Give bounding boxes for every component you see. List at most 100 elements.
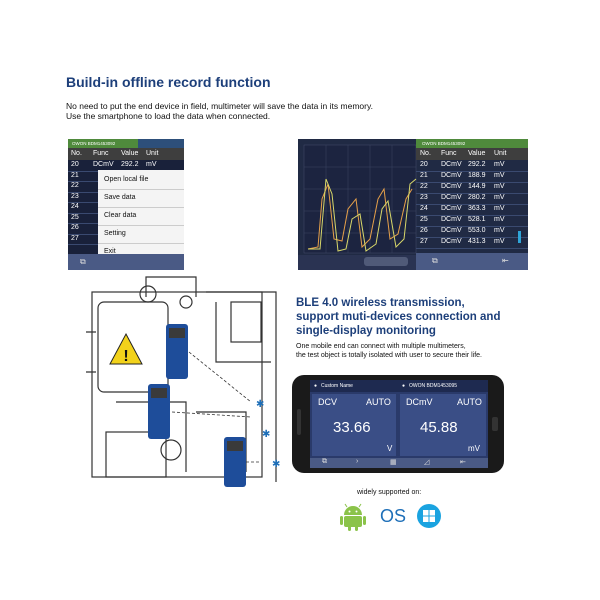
right-unit: mV <box>468 444 480 453</box>
menu-item-setting[interactable]: Setting <box>104 230 126 237</box>
cell-no: 27 <box>420 238 428 245</box>
export-icon[interactable]: ⧉ <box>80 257 86 266</box>
device-id-label: OWON BDM1453092 <box>416 139 528 148</box>
cell-unit: mV <box>494 238 505 245</box>
cell-unit: mV <box>494 205 505 212</box>
cell-func: DCmV <box>441 238 462 245</box>
menu-item-clear-data[interactable]: Clear data <box>104 212 137 219</box>
section2-title-line2: support muti-devices connection and <box>296 311 501 323</box>
cell-value: 292.2 <box>121 161 139 168</box>
section2-title-line3: single-display monitoring <box>296 325 436 337</box>
cell-value: 553.0 <box>468 227 486 234</box>
cell-value: 528.1 <box>468 216 486 223</box>
cell-value: 363.3 <box>468 205 486 212</box>
right-mode: AUTO <box>457 397 482 407</box>
left-mode: AUTO <box>366 397 391 407</box>
col-unit: Unit <box>146 150 159 157</box>
right-func: DCmV <box>406 397 433 407</box>
section2-desc: One mobile end can connect with multiple… <box>296 342 482 360</box>
cell-unit: mV <box>494 216 505 223</box>
cell-unit: mV <box>494 183 505 190</box>
right-value: 45.88 <box>420 419 458 436</box>
section2-title-line1: BLE 4.0 wireless transmission, <box>296 297 465 309</box>
svg-text:✱: ✱ <box>272 459 280 470</box>
col-value: Value <box>468 150 486 157</box>
chart-icon[interactable]: ◿ <box>424 459 430 466</box>
phone-speaker <box>297 409 301 435</box>
cell-func: DCmV <box>441 194 462 201</box>
cell-value: 188.9 <box>468 172 486 179</box>
right-device-name: OWON BDM1453095 <box>409 383 458 389</box>
cell-no: 24 <box>420 205 428 212</box>
section1-title: Build-in offline record function <box>66 74 271 90</box>
cell-unit: mV <box>494 172 505 179</box>
smartphone: ● Custom Name ● OWON BDM1453095 DCV AUTO… <box>292 375 504 473</box>
table-header: No. Func Value Unit <box>68 148 184 160</box>
menu-item-exit[interactable]: Exit <box>104 248 116 255</box>
cell-no: 23 <box>420 194 428 201</box>
section2-desc-line2: the test object is totally isolated with… <box>296 352 482 359</box>
table-row: 24 DCmV 363.3 mV <box>416 204 528 216</box>
left-value: 33.66 <box>333 419 371 436</box>
link-icon[interactable]: ⧉ <box>322 458 327 465</box>
col-no: No. <box>420 150 431 157</box>
left-device-name: Custom Name <box>321 383 353 389</box>
cell-no: 26 <box>420 227 428 234</box>
cell-no: 26 <box>71 224 79 231</box>
left-func: DCV <box>318 397 338 407</box>
section1-desc-line1: No need to put the end device in field, … <box>66 101 373 111</box>
menu-item-save-data[interactable]: Save data <box>104 194 136 201</box>
device-id-secondary <box>138 139 184 148</box>
menu-divider <box>98 243 184 244</box>
cell-value: 292.2 <box>468 161 486 168</box>
export-icon[interactable]: ⧉ <box>432 256 438 265</box>
cell-func: DCmV <box>441 205 462 212</box>
menu-divider <box>98 189 184 190</box>
left-meter-panel[interactable] <box>312 394 396 456</box>
cell-value: 431.3 <box>468 238 486 245</box>
cell-no: 21 <box>420 172 428 179</box>
cell-no: 20 <box>420 161 428 168</box>
cell-unit: mV <box>494 227 505 234</box>
cell-func: DCmV <box>441 227 462 234</box>
table-header: No. Func Value Unit <box>416 148 528 160</box>
cell-no: 20 <box>71 161 79 168</box>
cell-func: DCmV <box>441 183 462 190</box>
cell-func: DCmV <box>441 161 462 168</box>
right-meter-panel[interactable] <box>400 394 486 456</box>
bottom-toolbar: ⧉ ⇤ <box>416 253 528 270</box>
svg-text:✱: ✱ <box>262 429 270 440</box>
svg-text:!: ! <box>123 348 128 365</box>
play-icon[interactable]: › <box>356 458 359 465</box>
android-icon <box>340 503 366 531</box>
section1-desc-line2: Use the smartphone to load the data when… <box>66 111 271 121</box>
exit-icon[interactable]: ⇤ <box>460 459 466 466</box>
ios-label: OS <box>380 506 407 526</box>
bluetooth-icon-right: ● <box>402 383 406 389</box>
cell-no: 22 <box>71 182 79 189</box>
machine-illustration: ! ✱ ✱ ✱ <box>86 276 280 487</box>
cell-unit: mV <box>146 161 157 168</box>
device-name-bar: ● Custom Name ● OWON BDM1453095 <box>310 380 488 392</box>
cell-no: 25 <box>420 216 428 223</box>
scrollbar[interactable] <box>518 231 521 243</box>
menu-divider <box>98 207 184 208</box>
cell-value: 144.9 <box>468 183 486 190</box>
left-unit: V <box>387 444 393 453</box>
col-func: Func <box>441 150 457 157</box>
svg-text:✱: ✱ <box>256 399 264 410</box>
grid-icon[interactable]: ▦ <box>390 459 397 466</box>
supported-label: widely supported on: <box>357 489 422 496</box>
back-icon[interactable]: ⇤ <box>502 256 509 265</box>
cell-unit: mV <box>494 194 505 201</box>
col-func: Func <box>93 150 109 157</box>
cell-no: 27 <box>71 234 79 242</box>
windows-icon <box>417 504 441 528</box>
menu-item-open-local-file[interactable]: Open local file <box>104 176 149 183</box>
cell-unit: mV <box>494 161 505 168</box>
context-menu: Open local file Save data Clear data Set… <box>98 170 184 262</box>
